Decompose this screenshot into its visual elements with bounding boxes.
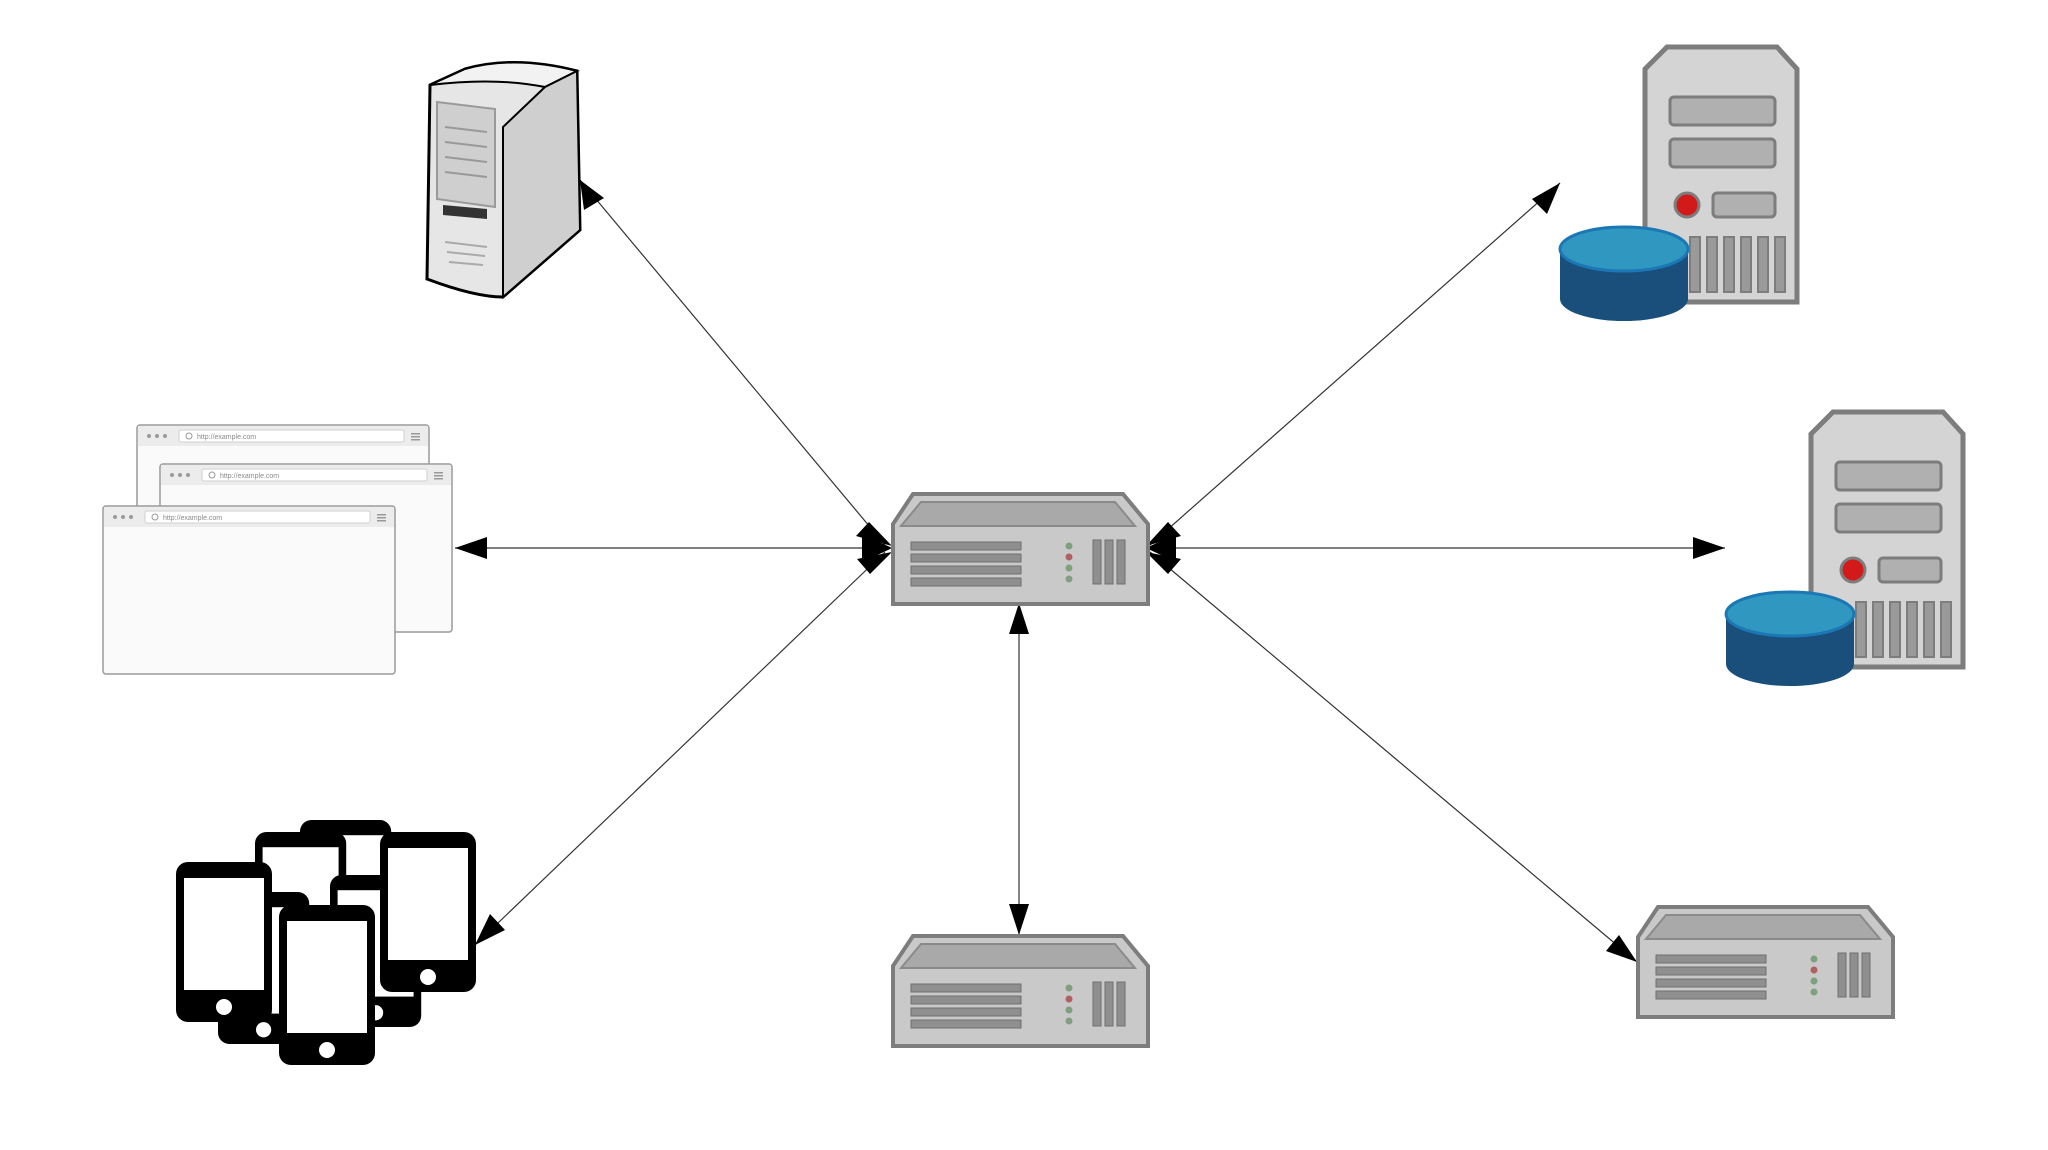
desktop-tower-icon <box>425 60 582 300</box>
browser-window: http://example.com <box>136 424 430 594</box>
connection-lines <box>455 179 1725 963</box>
arrowhead <box>856 522 892 546</box>
browser-url: http://example.com <box>197 434 256 441</box>
arrowhead <box>1532 183 1560 214</box>
link-central-db-top <box>1149 182 1561 546</box>
link-central-mobile <box>474 551 886 946</box>
browser-url: http://example.com <box>220 473 279 480</box>
arrowhead <box>1606 935 1637 962</box>
link-central-workstation <box>579 179 886 546</box>
arrowhead <box>1693 537 1725 559</box>
arrowhead <box>475 914 505 945</box>
database-server-icon <box>1558 47 1797 323</box>
arrowhead <box>857 552 892 574</box>
arrowhead <box>1009 904 1029 935</box>
arrowhead <box>1146 534 1176 562</box>
database-cylinder-icon <box>1558 225 1690 323</box>
arrowhead <box>1009 603 1029 634</box>
arrowhead <box>1146 552 1181 574</box>
browser-window: http://example.com <box>159 463 453 633</box>
arrowheads <box>455 180 1725 962</box>
arrowhead <box>1146 522 1181 546</box>
link-central-server-bottom-right <box>1149 551 1638 963</box>
arrowhead <box>580 180 604 210</box>
central-server-icon <box>891 492 1150 606</box>
database-server-icon <box>1724 412 1963 688</box>
rack-server-icon <box>1636 905 1895 1019</box>
arrowhead <box>455 537 487 559</box>
browser-windows-icon: http://example.com http://example.com ht… <box>102 424 453 675</box>
smartphones-icon <box>176 820 476 1065</box>
database-cylinder-icon <box>1724 590 1856 688</box>
browser-window: http://example.com <box>102 505 396 675</box>
browser-url: http://example.com <box>163 515 222 522</box>
rack-server-icon <box>891 934 1150 1048</box>
arrowhead <box>863 536 890 556</box>
